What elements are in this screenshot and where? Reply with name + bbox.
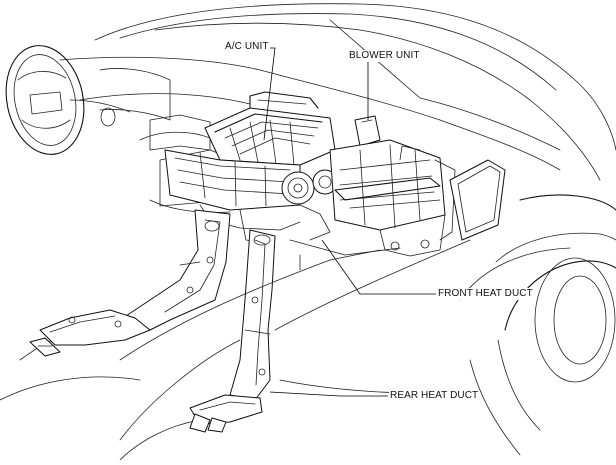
ac-unit [164,91,338,245]
steering-wheel [5,45,211,155]
label-rear-heat-duct: REAR HEAT DUCT [389,390,480,402]
front-heat-duct [29,209,231,357]
label-ac-unit: A/C UNIT [224,41,270,53]
label-front-heat-duct: FRONT HEAT DUCT [437,288,534,300]
leader-front-heat-duct [321,239,436,295]
blower-unit [329,115,506,257]
leader-rear-heat-duct [269,391,388,397]
label-blower-unit: BLOWER UNIT [348,50,421,62]
rear-heat-duct [189,229,276,433]
floor-tunnel [119,239,471,441]
vehicle-body-outline [0,3,616,461]
